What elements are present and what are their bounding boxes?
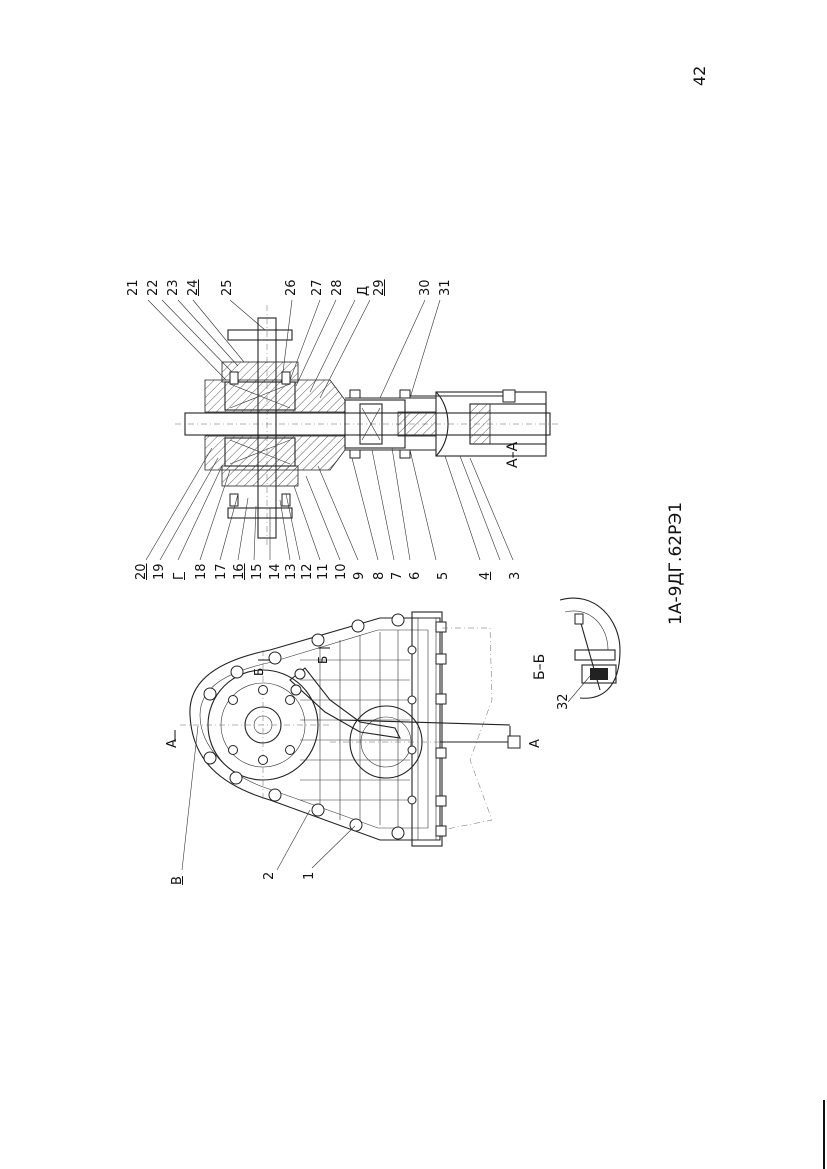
callout-17: 17 <box>214 563 229 580</box>
document-code: 1А-9ДГ.62РЭ1 <box>666 501 686 625</box>
callout-22: 22 <box>146 279 161 296</box>
callout-15: 15 <box>250 563 265 580</box>
section-aa-title: А–А <box>505 441 521 468</box>
callout-view-v: В <box>170 876 185 885</box>
callout-26: 26 <box>284 279 299 296</box>
section-mark-b-1: Б <box>252 667 266 676</box>
callout-31: 31 <box>438 279 453 296</box>
callout-8: 8 <box>372 571 387 580</box>
callout-28: 28 <box>330 279 345 296</box>
callout-23: 23 <box>166 279 181 296</box>
callout-32: 32 <box>556 693 571 710</box>
callout-29: 29 <box>372 279 387 296</box>
callout-6: 6 <box>408 571 423 580</box>
callout-12: 12 <box>300 563 315 580</box>
callout-21: 21 <box>126 279 141 296</box>
callout-18: 18 <box>194 563 209 580</box>
section-bb-title: Б–Б <box>532 653 548 680</box>
callout-1: 1 <box>302 871 317 880</box>
callout-27: 27 <box>310 279 325 296</box>
callout-20: 20 <box>134 563 149 580</box>
margin-line <box>823 1100 825 1169</box>
callout-7: 7 <box>390 571 405 580</box>
callout-d: Д <box>356 285 371 296</box>
callout-4: 4 <box>478 571 493 580</box>
callout-10: 10 <box>334 563 349 580</box>
callout-11: 11 <box>316 563 331 580</box>
section-aa-view <box>145 299 560 561</box>
section-mark-a-left: А <box>165 739 180 748</box>
section-mark-b-2: Б <box>316 655 330 664</box>
callout-19: 19 <box>152 563 167 580</box>
page-number: 42 <box>690 65 709 86</box>
callout-30: 30 <box>418 279 433 296</box>
front-view <box>174 611 521 871</box>
callout-9: 9 <box>352 571 367 580</box>
callout-16: 16 <box>232 563 247 580</box>
callout-14: 14 <box>268 563 283 580</box>
section-bb-view <box>559 597 621 703</box>
callout-24: 24 <box>186 279 201 296</box>
callout-3: 3 <box>508 571 523 580</box>
callout-13: 13 <box>284 563 299 580</box>
callout-2: 2 <box>262 871 277 880</box>
callout-g: Г <box>172 572 187 580</box>
callout-25: 25 <box>220 279 235 296</box>
callout-5: 5 <box>436 571 451 580</box>
section-mark-a-right: А <box>528 739 543 748</box>
